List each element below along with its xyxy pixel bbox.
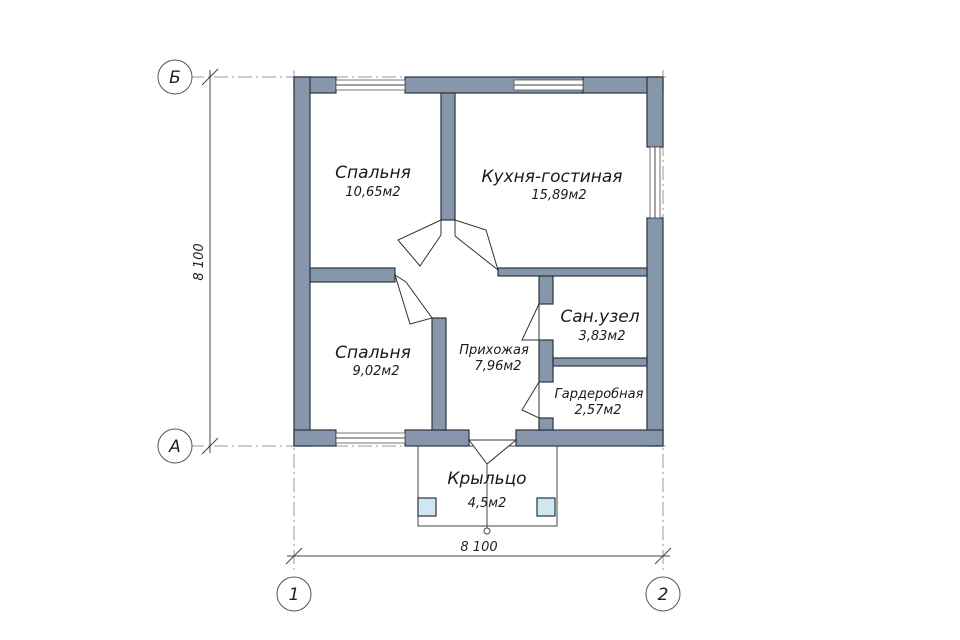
room-porch-area: 4,5м2 (468, 496, 507, 511)
room-bedroom2-name: Спальня (335, 343, 411, 363)
porch-post-left (417, 497, 437, 517)
door-entrance (468, 439, 518, 465)
room-bathroom-area: 3,83м2 (578, 329, 625, 344)
room-bedroom2-area: 9,02м2 (352, 364, 399, 379)
room-bedroom2: Спальня 9,02м2 (335, 343, 411, 379)
room-wardrobe-area: 2,57м2 (574, 403, 621, 418)
door-bedroom1 (397, 219, 442, 267)
porch-post-right (536, 497, 556, 517)
axis-bubble-a: А (157, 428, 193, 464)
room-wardrobe-name: Гардеробная (555, 387, 644, 402)
room-porch-name: Крыльцо (447, 469, 526, 489)
room-bedroom1: Спальня 10,65м2 (335, 163, 411, 200)
room-bedroom1-name: Спальня (335, 163, 411, 183)
axis-bubble-1: 1 (276, 576, 312, 612)
room-wardrobe: Гардеробная 2,57м2 (555, 387, 644, 418)
windows (335, 79, 661, 444)
door-bedroom2 (394, 273, 433, 325)
svg-text:Б: Б (169, 68, 181, 88)
room-bathroom-name: Сан.узел (560, 307, 639, 327)
dimension-horizontal-label: 8 100 (460, 540, 497, 555)
porch (417, 445, 558, 535)
room-kitchen-name: Кухня-гостиная (481, 167, 622, 187)
room-porch: Крыльцо 4,5м2 (447, 469, 526, 511)
axis-bubble-b: Б (157, 59, 193, 95)
dimension-horizontal: 8 100 (285, 540, 672, 565)
svg-text:А: А (168, 437, 181, 457)
svg-text:1: 1 (289, 585, 300, 605)
room-bathroom: Сан.узел 3,83м2 (560, 307, 639, 344)
room-hall-area: 7,96м2 (474, 359, 521, 374)
door-bathroom (521, 303, 540, 341)
interior-walls (309, 92, 648, 431)
dimension-vertical: 8 100 (192, 68, 219, 455)
door-wardrobe (521, 380, 540, 419)
door-kitchen (454, 219, 499, 272)
room-kitchen-area: 15,89м2 (531, 188, 586, 203)
dimension-vertical-label: 8 100 (192, 243, 207, 280)
svg-text:2: 2 (658, 585, 669, 605)
room-bedroom1-area: 10,65м2 (345, 185, 400, 200)
room-hall: Прихожая 7,96м2 (459, 343, 529, 374)
room-hall-name: Прихожая (459, 343, 529, 358)
room-kitchen: Кухня-гостиная 15,89м2 (481, 167, 622, 203)
axis-bubble-2: 2 (645, 576, 681, 612)
doors (394, 219, 540, 465)
